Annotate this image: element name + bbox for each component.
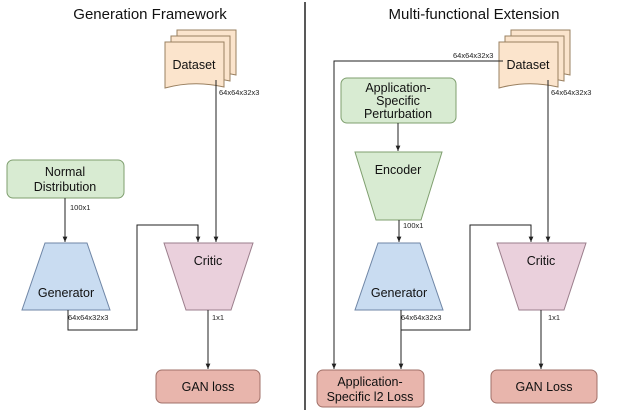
left-critic-label: Critic [194, 254, 222, 268]
left-gan-loss-box: GAN loss [155, 369, 261, 404]
l2-loss-line2: Specific l2 Loss [327, 390, 414, 404]
right-critic-label: Critic [527, 254, 555, 268]
left-dataset-dim: 64x64x32x3 [219, 88, 259, 97]
left-generator-to-critic-edge [67, 224, 201, 331]
left-dataset-label: Dataset [172, 58, 216, 72]
right-dataset-dim: 64x64x32x3 [551, 88, 591, 97]
left-gan-loss-label: GAN loss [182, 380, 235, 394]
normal-distribution-line1: Normal [45, 165, 85, 179]
right-panel-title: Multi-functional Extension [389, 6, 560, 23]
left-generator-dim: 64x64x32x3 [68, 313, 108, 322]
encoder: Encoder [354, 151, 443, 221]
right-generator-to-critic-edge [401, 224, 534, 331]
encoder-label: Encoder [375, 163, 422, 177]
right-generator: Generator [354, 242, 444, 311]
right-critic: Critic [496, 242, 587, 311]
perturbation-line1: Application- [365, 81, 430, 95]
right-dataset-label: Dataset [506, 58, 550, 72]
right-gan-loss-label: GAN Loss [516, 380, 573, 394]
perturbation-box: Application- Specific Perturbation [340, 77, 457, 124]
right-dataset: Dataset [498, 29, 571, 89]
right-dataset-top-dim: 64x64x32x3 [453, 51, 493, 60]
right-critic-dim: 1x1 [548, 313, 560, 322]
normal-distribution-line2: Distribution [34, 180, 97, 194]
left-generator-label: Generator [38, 286, 94, 300]
left-panel-title: Generation Framework [73, 6, 227, 23]
l2-loss-box: Application- Specific l2 Loss [316, 369, 425, 408]
encoder-dim: 100x1 [403, 221, 423, 230]
perturbation-line3: Perturbation [364, 107, 432, 121]
left-critic: Critic [163, 242, 254, 311]
right-gan-loss-box: GAN Loss [490, 369, 598, 404]
left-generator: Generator [21, 242, 111, 311]
right-generator-label: Generator [371, 286, 427, 300]
left-critic-dim: 1x1 [212, 313, 224, 322]
left-dataset: Dataset [164, 29, 237, 89]
normal-distribution-box: Normal Distribution [6, 159, 125, 199]
normal-distribution-dim: 100x1 [70, 203, 90, 212]
right-generator-dim: 64x64x32x3 [401, 313, 441, 322]
dataset-to-l2-loss-edge [331, 60, 503, 369]
perturbation-line2: Specific [376, 94, 420, 108]
l2-loss-line1: Application- [337, 375, 402, 389]
